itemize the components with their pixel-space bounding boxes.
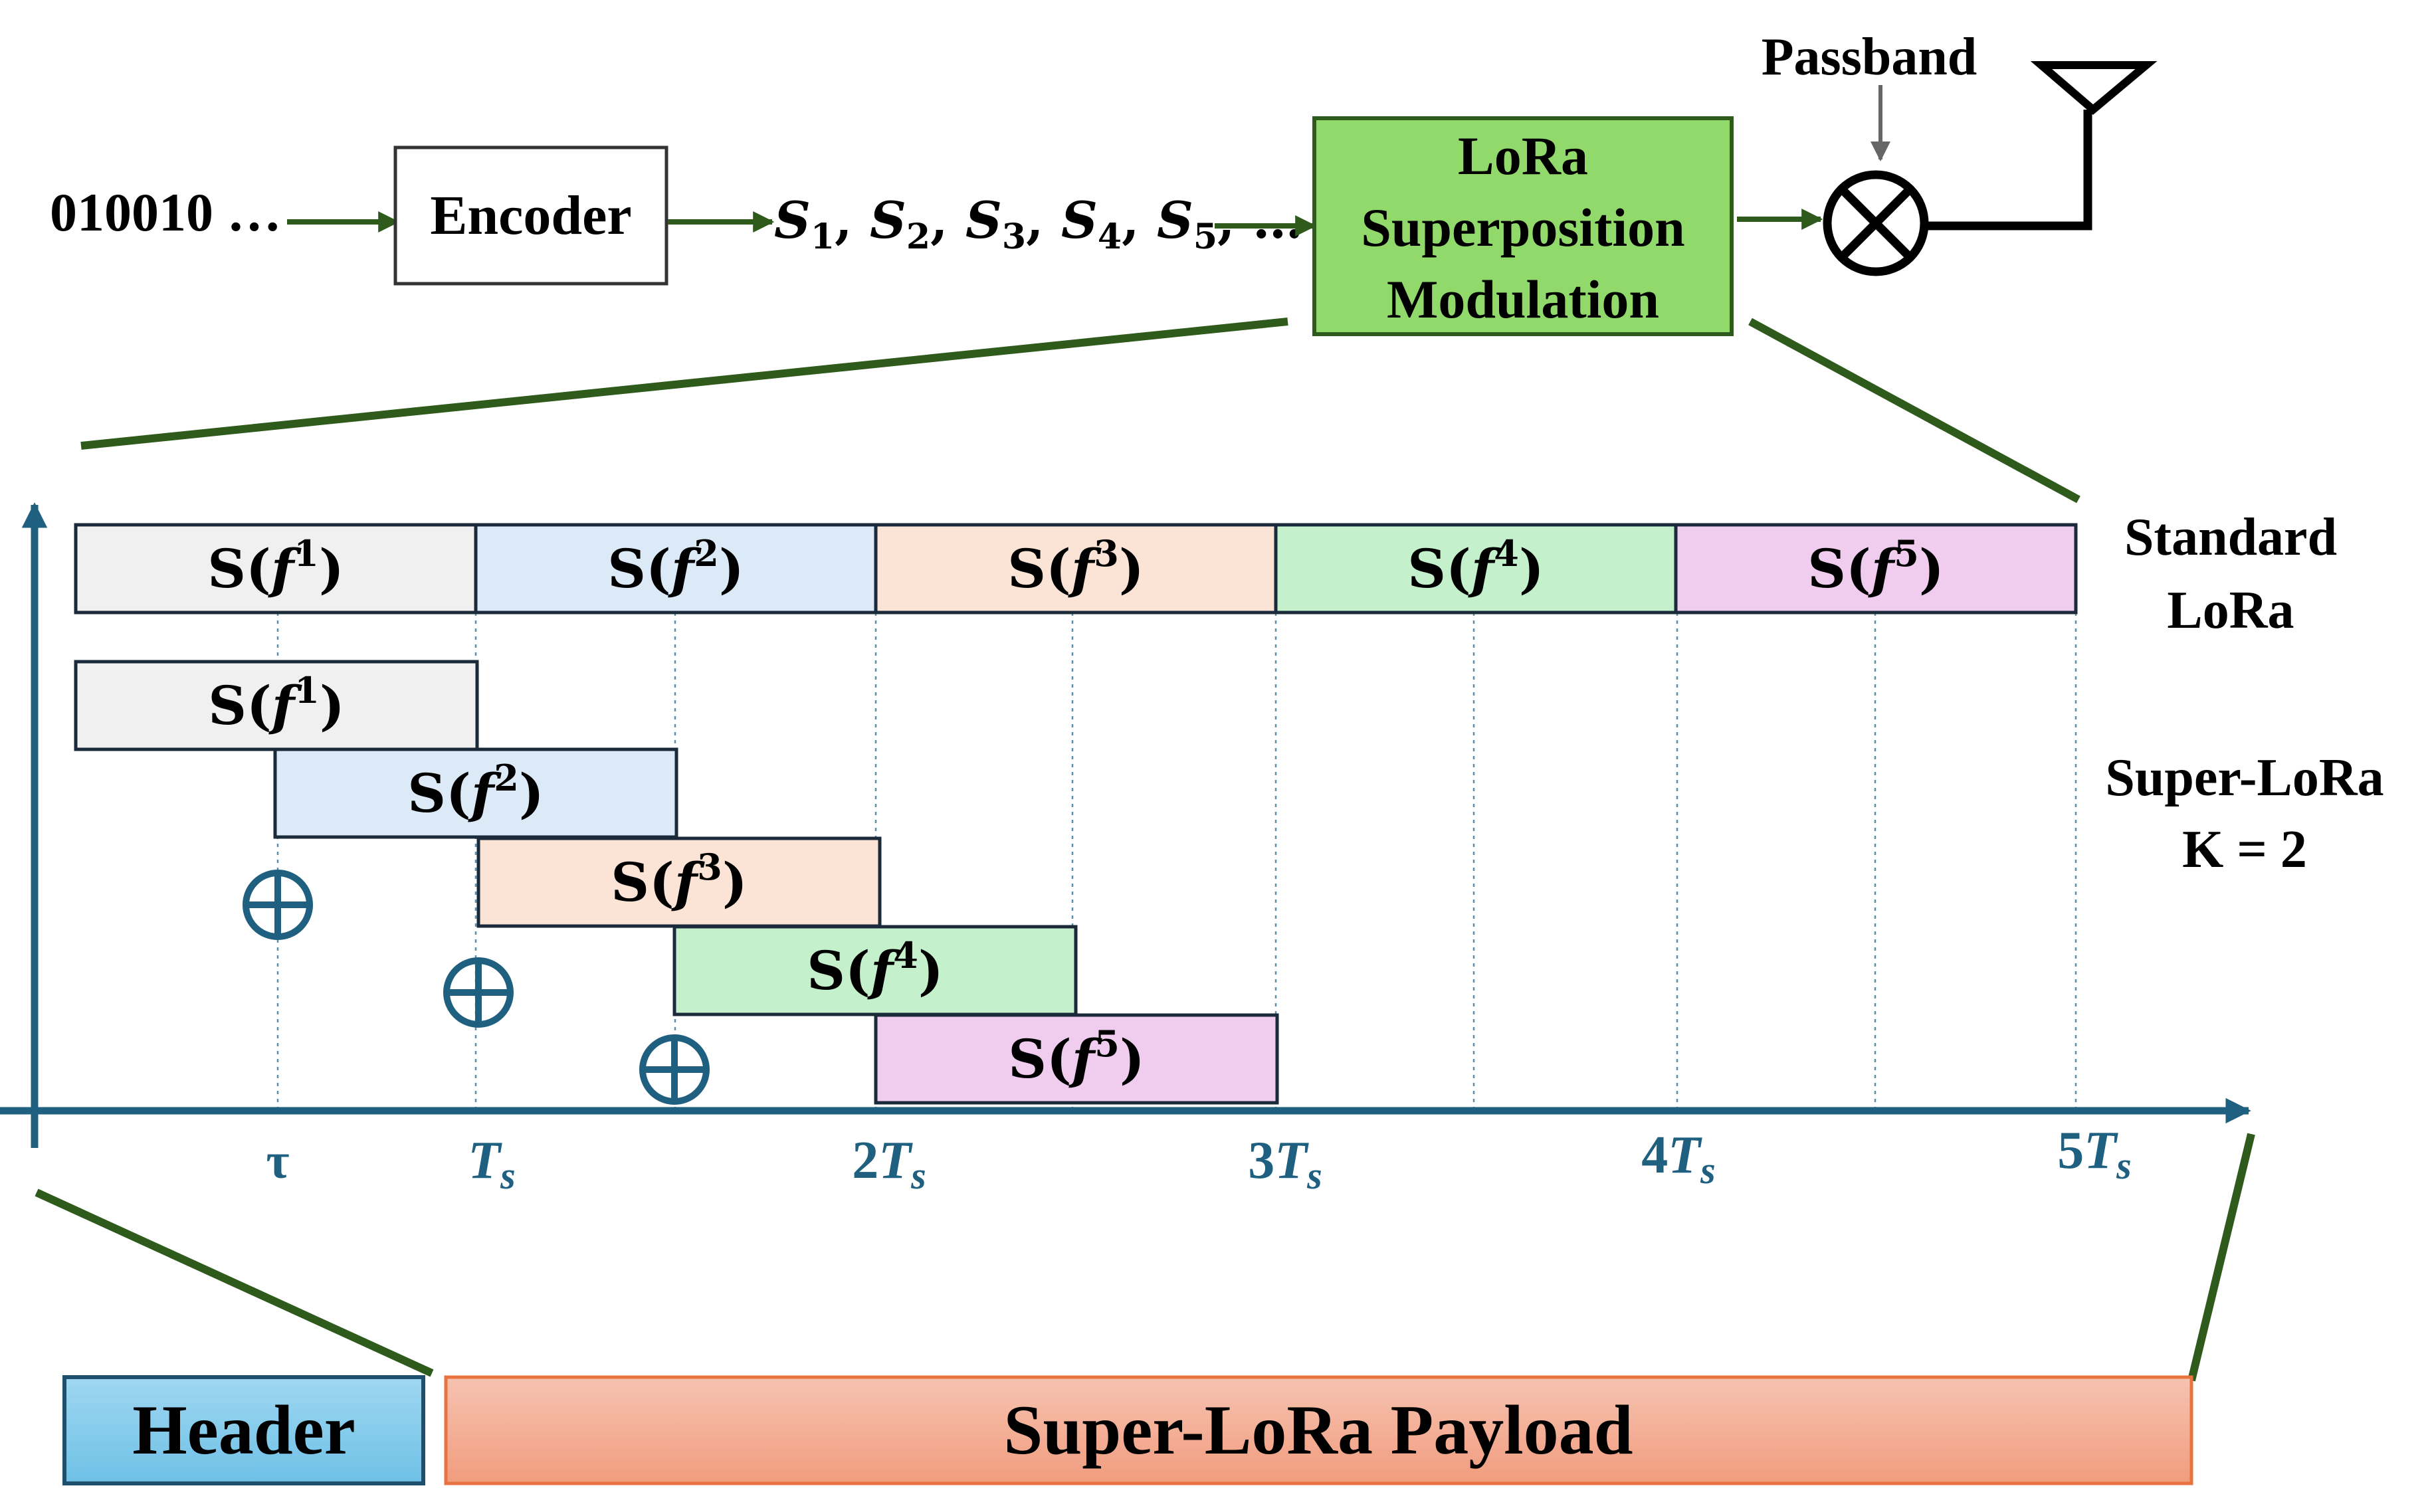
standard-lora-row: S(f1) S(f2) S(f3) S(f4) S(f5)	[74, 523, 2078, 614]
antenna-feed-line	[1924, 110, 2092, 231]
svg-text:S(f2): S(f2)	[607, 532, 744, 600]
symbol-1: S1,	[774, 191, 870, 257]
xtick-tau: τ	[266, 1133, 289, 1189]
symbol-5: S5,	[1157, 191, 1253, 257]
pipeline: 010010 … Encoder S1, S2, S3, S4, S5, … L…	[50, 28, 2158, 336]
zoom-line-right-upper	[1748, 318, 2080, 504]
modulator-line-2: Superposition	[1361, 197, 1685, 258]
xtick-5ts: 5Ts	[2057, 1121, 2131, 1187]
super-lora-label-2: K = 2	[2182, 820, 2307, 879]
xtick-ts: Ts	[468, 1131, 515, 1197]
standard-block-1: S(f1)	[74, 523, 478, 614]
superposition-icon-1	[243, 870, 313, 940]
modulator-box	[1312, 116, 1734, 336]
standard-block-4: S(f4)	[1274, 523, 1678, 614]
super-lora-label-1: Super-LoRa	[2105, 749, 2383, 807]
symbol-3: S3,	[965, 191, 1061, 257]
superposition-icon-2	[443, 957, 514, 1028]
zoom-line-left-upper	[80, 318, 1288, 450]
packet: Header Super-LoRa Payload	[62, 1375, 2193, 1485]
svg-text:S(f5): S(f5)	[1008, 1022, 1144, 1090]
modulator-line-1: LoRa	[1458, 126, 1588, 186]
superposition-icon-3	[639, 1034, 710, 1105]
xtick-3ts: 3Ts	[1248, 1131, 1322, 1197]
svg-text:S(f5): S(f5)	[1807, 532, 1944, 600]
super-lora-rows: S(f1) S(f2) S(f3) S(f4) S(f5)	[74, 660, 1279, 1105]
super-block-4: S(f4)	[672, 925, 1078, 1016]
svg-text:S(f3): S(f3)	[611, 846, 747, 913]
header-box	[62, 1375, 425, 1485]
standard-block-5: S(f5)	[1674, 523, 2078, 614]
symbols-ellipsis: …	[1253, 191, 1303, 250]
super-block-2: S(f2)	[273, 747, 678, 839]
xtick-2ts: 2Ts	[852, 1131, 926, 1197]
symbol-2: S2,	[870, 191, 965, 257]
xtick-4ts: 4Ts	[1641, 1126, 1715, 1192]
svg-text:S(f2): S(f2)	[407, 757, 544, 824]
mixer-icon	[1823, 170, 1929, 276]
standard-block-3: S(f3)	[874, 523, 1278, 614]
standard-block-2: S(f2)	[474, 523, 878, 614]
svg-text:S(f1): S(f1)	[208, 669, 344, 737]
svg-text:S(f4): S(f4)	[1407, 532, 1544, 600]
antenna-icon	[2030, 61, 2158, 115]
encoder-box	[393, 145, 668, 286]
svg-text:S(f3): S(f3)	[1007, 532, 1144, 600]
super-block-3: S(f3)	[476, 836, 882, 928]
svg-text:S(f1): S(f1)	[207, 532, 344, 600]
zoom-line-left-lower	[35, 1188, 434, 1377]
payload-box	[444, 1375, 2193, 1485]
encoder-label: Encoder	[430, 185, 631, 246]
symbol-sequence: S1, S2, S3, S4, S5, …	[774, 191, 1303, 257]
super-block-5: S(f5)	[874, 1013, 1279, 1105]
passband-label: Passband	[1762, 28, 1977, 86]
super-block-1: S(f1)	[74, 660, 479, 751]
timing-panel: S(f1) S(f2) S(f3) S(f4) S(f5) S(f1) S(f2…	[0, 502, 2384, 1197]
standard-lora-label-2: LoRa	[2167, 581, 2294, 640]
header-label: Header	[132, 1391, 355, 1469]
standard-lora-label-1: Standard	[2124, 508, 2337, 567]
svg-text:S(f4): S(f4)	[807, 934, 943, 1002]
symbol-4: S4,	[1061, 191, 1157, 257]
input-bits: 010010 …	[50, 182, 282, 242]
payload-label: Super-LoRa Payload	[1003, 1391, 1633, 1469]
modulator-line-3: Modulation	[1387, 269, 1659, 330]
zoom-line-right-lower	[2187, 1133, 2255, 1382]
